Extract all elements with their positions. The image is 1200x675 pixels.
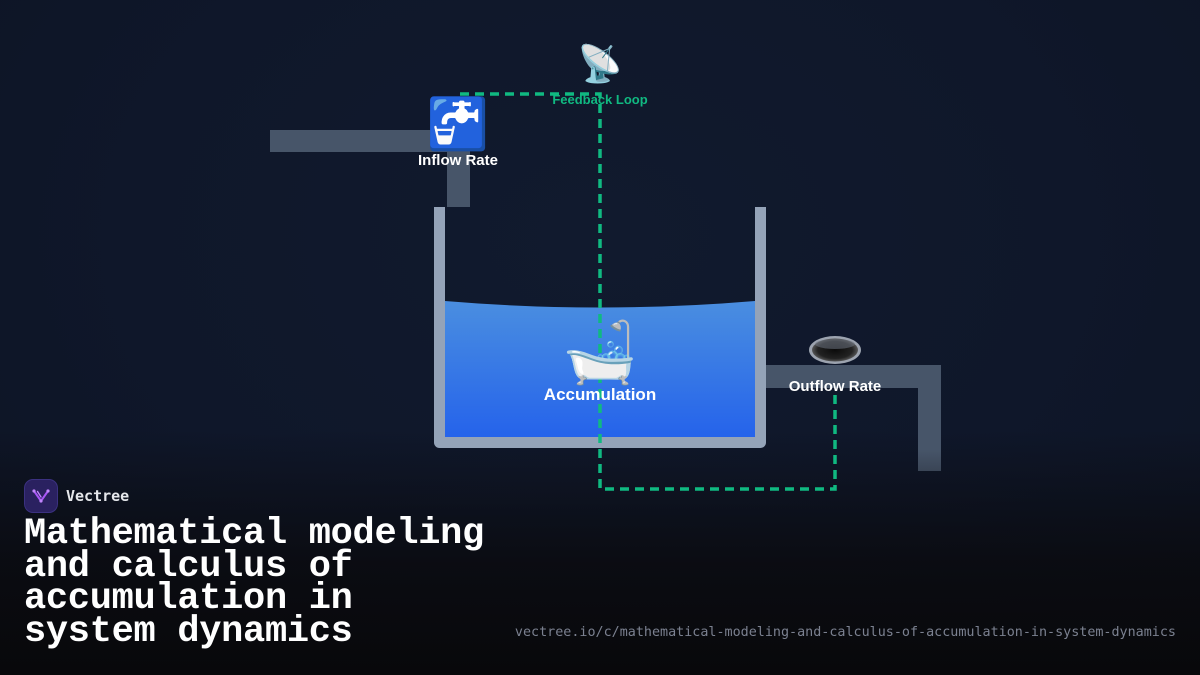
water-level: [445, 301, 755, 437]
page-url[interactable]: vectree.io/c/mathematical-modeling-and-c…: [514, 625, 1176, 640]
inflow-pipe-vertical: [447, 130, 470, 207]
satellite-antenna-icon: 📡: [578, 41, 623, 85]
brand-block: Vectree: [24, 479, 129, 513]
feedback-loop-label: Feedback Loop: [552, 92, 647, 107]
outflow-rate-label: Outflow Rate: [789, 378, 882, 395]
vectree-logo-icon: [24, 479, 58, 513]
inflow-pipe-horizontal: [270, 130, 470, 152]
brand-name: Vectree: [66, 487, 130, 505]
accumulation-label: Accumulation: [544, 385, 656, 404]
inflow-pipe: [270, 130, 470, 207]
page-title: Mathematical modeling and calculus of ac…: [24, 513, 484, 653]
outflow-pipe-vertical: [918, 365, 941, 471]
feedback-loop-line: [459, 92, 837, 491]
outflow-pipe-horizontal: [760, 365, 941, 388]
inflow-rate-label: Inflow Rate: [418, 152, 498, 169]
drain-icon: [809, 336, 861, 364]
faucet-icon: 🚰: [427, 95, 489, 153]
bathtub-icon: 🛁: [563, 318, 638, 388]
